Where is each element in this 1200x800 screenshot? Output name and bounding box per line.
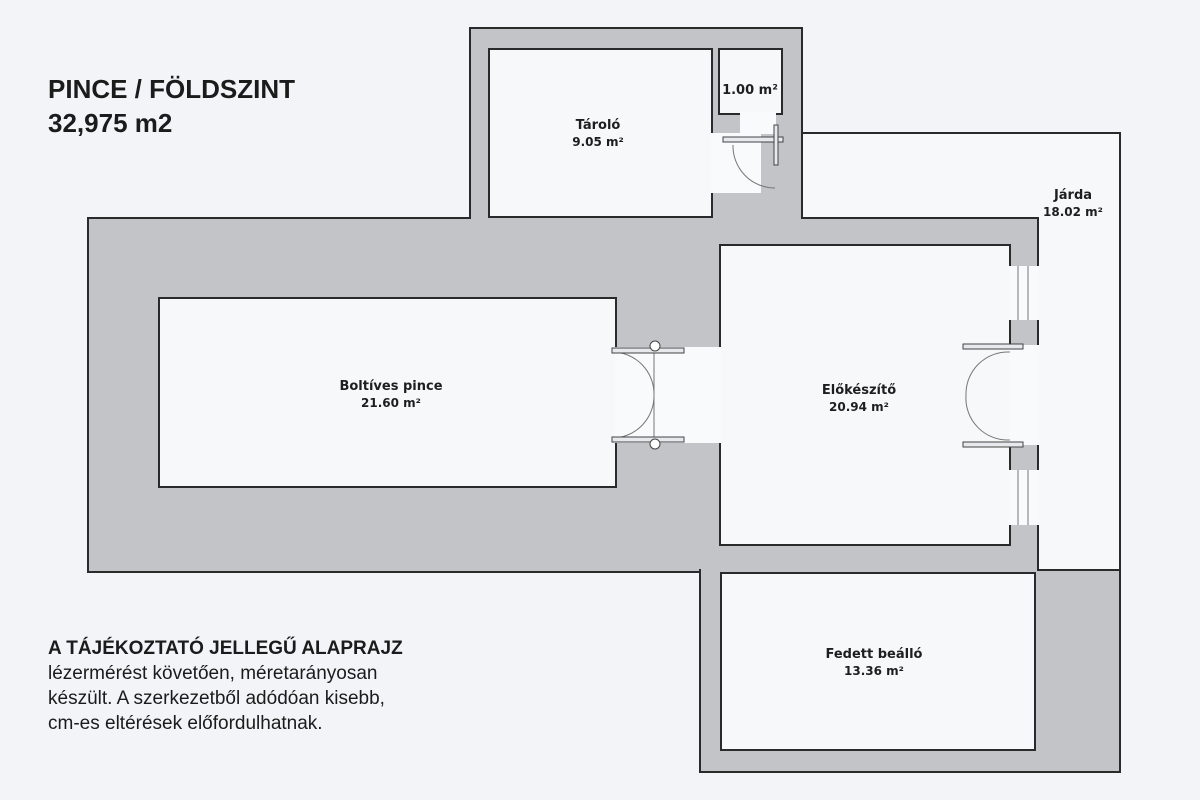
room-area: 20.94 m² — [829, 400, 889, 414]
room-area: 9.05 m² — [572, 135, 624, 149]
room-name: Fedett beálló — [825, 647, 923, 662]
room-boltives-pince — [158, 297, 617, 488]
room-label-fedett-beallo: Fedett beálló 13.36 m² — [826, 647, 923, 679]
room-area: 1.00 m² — [722, 83, 778, 98]
window-north — [1009, 266, 1039, 320]
room-elokeszito — [719, 244, 1011, 546]
room-name: Járda — [1053, 188, 1093, 203]
room-area: 21.60 m² — [361, 396, 421, 410]
door-swing-taroló — [732, 144, 776, 189]
window-south — [1009, 470, 1039, 525]
room-label-jarda: Járda 18.02 m² — [1043, 188, 1103, 220]
door-opening-east — [1009, 345, 1039, 445]
floor-title: PINCE / FÖLDSZINT 32,975 m2 — [48, 72, 295, 140]
disclaimer-line: cm-es eltérések előfordulhatnak. — [48, 713, 323, 734]
door-swing-east-top — [965, 351, 1011, 396]
room-label-elokeszito: Előkészítő 20.94 m² — [822, 383, 896, 415]
room-taroló — [488, 48, 713, 218]
disclaimer-line: készült. A szerkezetből adódóan kisebb, — [48, 688, 385, 709]
room-fedett-beallo — [720, 572, 1036, 751]
room-area: 13.36 m² — [844, 664, 904, 678]
room-area: 18.02 m² — [1043, 205, 1103, 219]
room-label-wc: 1.00 m² — [722, 83, 778, 99]
room-wc — [718, 48, 783, 115]
disclaimer-line: lézermérést követően, méretarányosan — [48, 663, 378, 684]
room-name: Tároló — [575, 118, 621, 133]
room-name: Előkészítő — [821, 383, 897, 398]
total-area: 32,975 m2 — [48, 108, 173, 138]
room-name: Boltíves pince — [339, 379, 443, 394]
room-label-boltives-pince: Boltíves pince 21.60 m² — [339, 379, 442, 411]
door-swing-east-bottom — [965, 394, 1011, 441]
room-label-taroló: Tároló 9.05 m² — [572, 118, 624, 150]
disclaimer-note: A TÁJÉKOZTATÓ JELLEGŰ ALAPRAJZ lézerméré… — [48, 636, 403, 736]
disclaimer-heading: A TÁJÉKOZTATÓ JELLEGŰ ALAPRAJZ — [48, 638, 403, 659]
corridor — [615, 347, 721, 443]
floor-name: PINCE / FÖLDSZINT — [48, 74, 295, 104]
